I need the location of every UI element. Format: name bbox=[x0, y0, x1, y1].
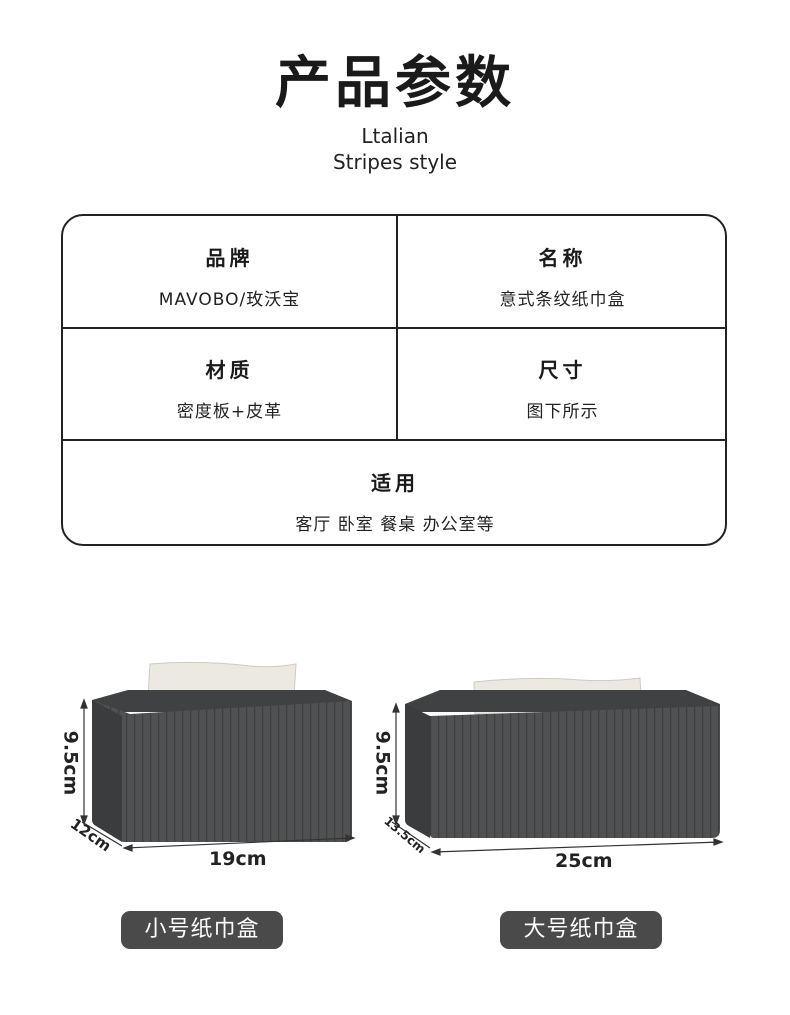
spec-value-brand: MAVOBO/玫沃宝 bbox=[158, 290, 301, 310]
small-tissue-box bbox=[92, 661, 352, 842]
small-box-height-label: 9.5cm bbox=[59, 730, 82, 796]
spec-cell-usage: 适用 客厅 卧室 餐桌 办公室等 bbox=[63, 467, 725, 535]
small-box-side bbox=[92, 700, 122, 842]
spec-label-name: 名称 bbox=[538, 246, 587, 270]
spec-cell-brand: 品牌 MAVOBO/玫沃宝 bbox=[63, 242, 396, 310]
divider-horizontal bbox=[63, 439, 725, 441]
spec-table: 品牌 MAVOBO/玫沃宝 名称 意式条纹纸巾盒 材质 密度板+皮革 尺寸 图下… bbox=[61, 214, 727, 546]
spec-label-size: 尺寸 bbox=[538, 358, 587, 382]
large-box-dimensions bbox=[391, 702, 724, 856]
spec-cell-material: 材质 密度板+皮革 bbox=[63, 354, 396, 422]
small-box-dimensions bbox=[80, 698, 356, 852]
spec-value-size: 图下所示 bbox=[526, 402, 599, 422]
divider-horizontal bbox=[63, 327, 725, 329]
small-box-front-face bbox=[122, 704, 352, 842]
spec-cell-name: 名称 意式条纹纸巾盒 bbox=[398, 242, 725, 310]
spec-value-name: 意式条纹纸巾盒 bbox=[499, 290, 626, 310]
spec-label-usage: 适用 bbox=[371, 471, 419, 495]
subtitle-line-2: Stripes style bbox=[332, 150, 458, 174]
large-box-front-face bbox=[430, 706, 720, 838]
large-box-label: 大号纸巾盒 bbox=[500, 911, 662, 949]
large-box-side bbox=[405, 704, 430, 838]
large-box-width-label: 25cm bbox=[555, 850, 613, 872]
small-box-label: 小号纸巾盒 bbox=[121, 911, 283, 949]
product-illustrations bbox=[80, 661, 724, 856]
spec-value-material: 密度板+皮革 bbox=[176, 402, 283, 422]
large-box-height-label: 9.5cm bbox=[371, 730, 394, 796]
spec-value-usage: 客厅 卧室 餐桌 办公室等 bbox=[295, 515, 495, 535]
subtitle-line-1: Ltalian bbox=[361, 124, 429, 148]
spec-label-material: 材质 bbox=[205, 358, 254, 382]
spec-label-brand: 品牌 bbox=[205, 246, 254, 270]
spec-cell-size: 尺寸 图下所示 bbox=[398, 354, 725, 422]
page-title: 产品参数 bbox=[275, 51, 515, 116]
small-box-width-label: 19cm bbox=[209, 848, 267, 870]
large-box-top bbox=[405, 690, 720, 712]
large-tissue-box bbox=[405, 677, 720, 838]
